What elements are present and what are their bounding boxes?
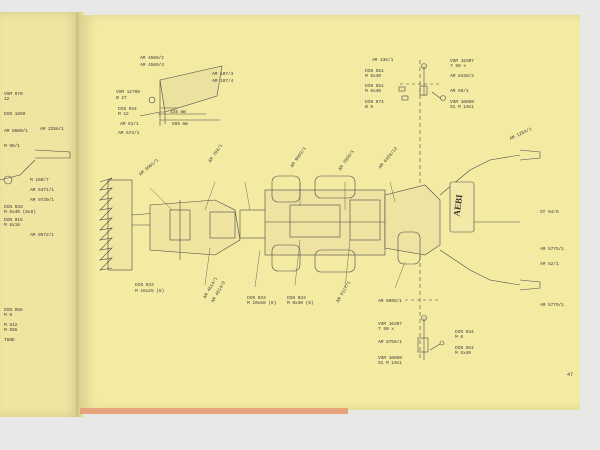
inset-cover-plate: [139, 65, 223, 126]
part-label: AM 52/1: [540, 262, 559, 267]
part-label: M 6x40: [455, 351, 471, 356]
part-label: AM 5775/1: [540, 247, 564, 252]
book-cover-edge: [80, 408, 348, 414]
dimension-label: 435 mm: [170, 110, 186, 115]
part-label: 7 50 x: [450, 64, 466, 69]
left-page-label: AM 9572/1: [30, 233, 54, 238]
part-label: VSM 10050: [378, 356, 402, 361]
left-page-label: M 6x40 (8x8): [4, 210, 36, 215]
part-label: M 16x25 (8): [135, 289, 165, 294]
part-label: M 8x30 (8): [287, 301, 314, 306]
part-label: M 6x40: [365, 89, 381, 94]
left-page-label: AM 9739/1: [30, 198, 54, 203]
part-label: Ø 6: [365, 105, 373, 110]
inset-label: AM 107/3: [212, 72, 234, 77]
part-label: M 10x50 (8): [247, 301, 277, 306]
left-page-label: M 8x16: [4, 223, 20, 228]
inset-label: AM 573/1: [118, 131, 140, 136]
part-label: AM 8606/1: [378, 299, 402, 304]
left-page-handle: [0, 149, 71, 185]
dimension-label: 595 mm: [172, 122, 188, 127]
left-page-label: DIN 956: [4, 308, 23, 313]
inset-label: DIN 934: [118, 107, 137, 112]
left-page-label: DIN 1859: [4, 112, 26, 117]
part-label: 91 M 10x1: [450, 105, 474, 110]
part-label: M 6: [455, 335, 463, 340]
part-label: AM 59/1: [450, 89, 469, 94]
left-page-label: AM 2256/1: [40, 127, 64, 132]
left-page: [0, 12, 80, 417]
left-page-label: AM 5471/1: [30, 188, 54, 193]
left-page-label: AM 8500/1: [4, 129, 28, 134]
part-label: DIN 551: [455, 346, 474, 351]
part-label: AM 5770/1: [540, 303, 564, 308]
top-fastener-group: [398, 63, 446, 101]
inset-label: AM 4569/2: [140, 56, 164, 61]
brand-logo-text: AEBI: [451, 193, 464, 217]
part-label: DIN 551: [365, 69, 384, 74]
left-page-label: M 8: [4, 313, 12, 318]
inset-label: AM 61/1: [120, 122, 139, 127]
part-label: AM 8438/2: [450, 74, 474, 79]
left-page-label: M 96/1: [4, 144, 20, 149]
left-page-label: DIN 933: [4, 205, 23, 210]
part-label: DIN 933: [247, 296, 266, 301]
left-page-label: VSM 979: [4, 92, 23, 97]
part-label: 91 M 10x1: [378, 361, 402, 366]
part-label: AM 436/1: [372, 58, 394, 63]
part-label: DIN 933: [287, 296, 306, 301]
engine-block: [264, 175, 386, 273]
left-page-label: M 555: [4, 328, 18, 333]
page-number: 47: [567, 372, 574, 378]
left-page-label: M 512: [4, 323, 18, 328]
inset-label: Ø 27: [116, 96, 127, 101]
part-label: DIN 933: [135, 283, 154, 288]
brand-plate: [449, 181, 475, 233]
bottom-fastener-group: [417, 315, 445, 360]
part-label: VSM 16307: [450, 59, 474, 64]
inset-label: AM 4569/3: [140, 63, 164, 68]
part-label: DIN 934: [455, 330, 474, 335]
part-label: ST 94/8: [540, 210, 559, 215]
inset-label: AM 107/4: [212, 79, 234, 84]
part-label: DIN 551: [365, 84, 384, 89]
part-label: DIN 974: [365, 100, 384, 105]
part-label: VSM 10050: [450, 100, 474, 105]
left-page-label: DIN 915: [4, 218, 23, 223]
part-label: M 6x40: [365, 74, 381, 79]
inset-label: M 12: [118, 112, 129, 117]
left-page-label: T88E: [4, 338, 15, 343]
inset-label: VSM 12780: [116, 90, 140, 95]
part-label: 7 50 x: [378, 327, 394, 332]
left-page-label: M 150/7: [30, 178, 49, 183]
part-label: VSM 16307: [378, 322, 402, 327]
cutter-bar: [99, 177, 171, 271]
drive-housing: [149, 199, 271, 260]
left-page-label: 12: [4, 97, 10, 102]
part-label: AM 8756/1: [378, 340, 402, 345]
